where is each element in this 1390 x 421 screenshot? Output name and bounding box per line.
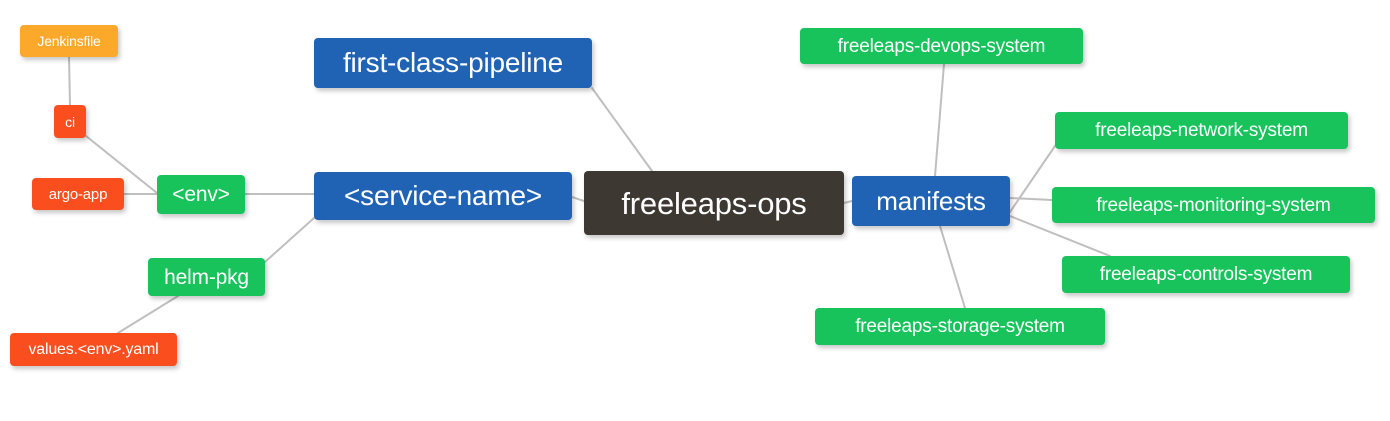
node-devops-system[interactable]: freeleaps-devops-system [800, 28, 1083, 64]
node-label-jenkinsfile: Jenkinsfile [37, 33, 101, 49]
node-label-devops-system: freeleaps-devops-system [837, 35, 1046, 57]
node-label-ci: ci [65, 113, 75, 130]
node-manifests[interactable]: manifests [852, 176, 1010, 226]
edge-service-name-to-freeleaps-ops [571, 196, 585, 202]
node-ci[interactable]: ci [54, 105, 86, 138]
node-label-controls-system: freeleaps-controls-system [1099, 264, 1313, 285]
node-first-class-pipeline[interactable]: first-class-pipeline [314, 38, 592, 88]
node-service-name[interactable]: <service-name> [314, 172, 572, 220]
node-label-first-class-pipeline: first-class-pipeline [342, 47, 564, 78]
edge-jenkinsfile-to-ci [68, 56, 71, 106]
edge-helm-pkg-to-values-yaml [117, 295, 179, 334]
edge-manifests-to-devops-system [934, 63, 945, 177]
node-values-yaml[interactable]: values.<env>.yaml [10, 333, 177, 366]
node-label-freeleaps-ops: freeleaps-ops [621, 185, 807, 221]
edge-manifests-to-network-system [1009, 145, 1056, 213]
node-network-system[interactable]: freeleaps-network-system [1055, 112, 1348, 149]
edge-service-name-to-helm-pkg [264, 217, 315, 263]
node-env[interactable]: <env> [157, 175, 245, 214]
node-storage-system[interactable]: freeleaps-storage-system [815, 308, 1105, 345]
edge-first-class-pipeline-to-freeleaps-ops [591, 87, 653, 172]
node-argo-app[interactable]: argo-app [32, 178, 124, 210]
node-label-service-name: <service-name> [344, 180, 542, 211]
node-jenkinsfile[interactable]: Jenkinsfile [20, 25, 118, 57]
node-label-monitoring-system: freeleaps-monitoring-system [1096, 194, 1331, 216]
node-controls-system[interactable]: freeleaps-controls-system [1062, 256, 1350, 293]
node-freeleaps-ops[interactable]: freeleaps-ops [584, 171, 844, 235]
node-helm-pkg[interactable]: helm-pkg [148, 258, 265, 296]
node-monitoring-system[interactable]: freeleaps-monitoring-system [1052, 187, 1375, 223]
edge-freeleaps-ops-to-manifests [843, 200, 853, 204]
node-label-network-system: freeleaps-network-system [1095, 120, 1308, 141]
node-label-values-yaml: values.<env>.yaml [28, 340, 159, 358]
edge-manifests-to-monitoring-system [1009, 197, 1053, 201]
edge-manifests-to-storage-system [939, 225, 966, 309]
node-label-helm-pkg: helm-pkg [164, 265, 249, 289]
node-label-storage-system: freeleaps-storage-system [855, 316, 1065, 337]
node-label-manifests: manifests [876, 186, 986, 216]
node-label-env: <env> [172, 183, 230, 206]
node-label-argo-app: argo-app [48, 185, 108, 203]
